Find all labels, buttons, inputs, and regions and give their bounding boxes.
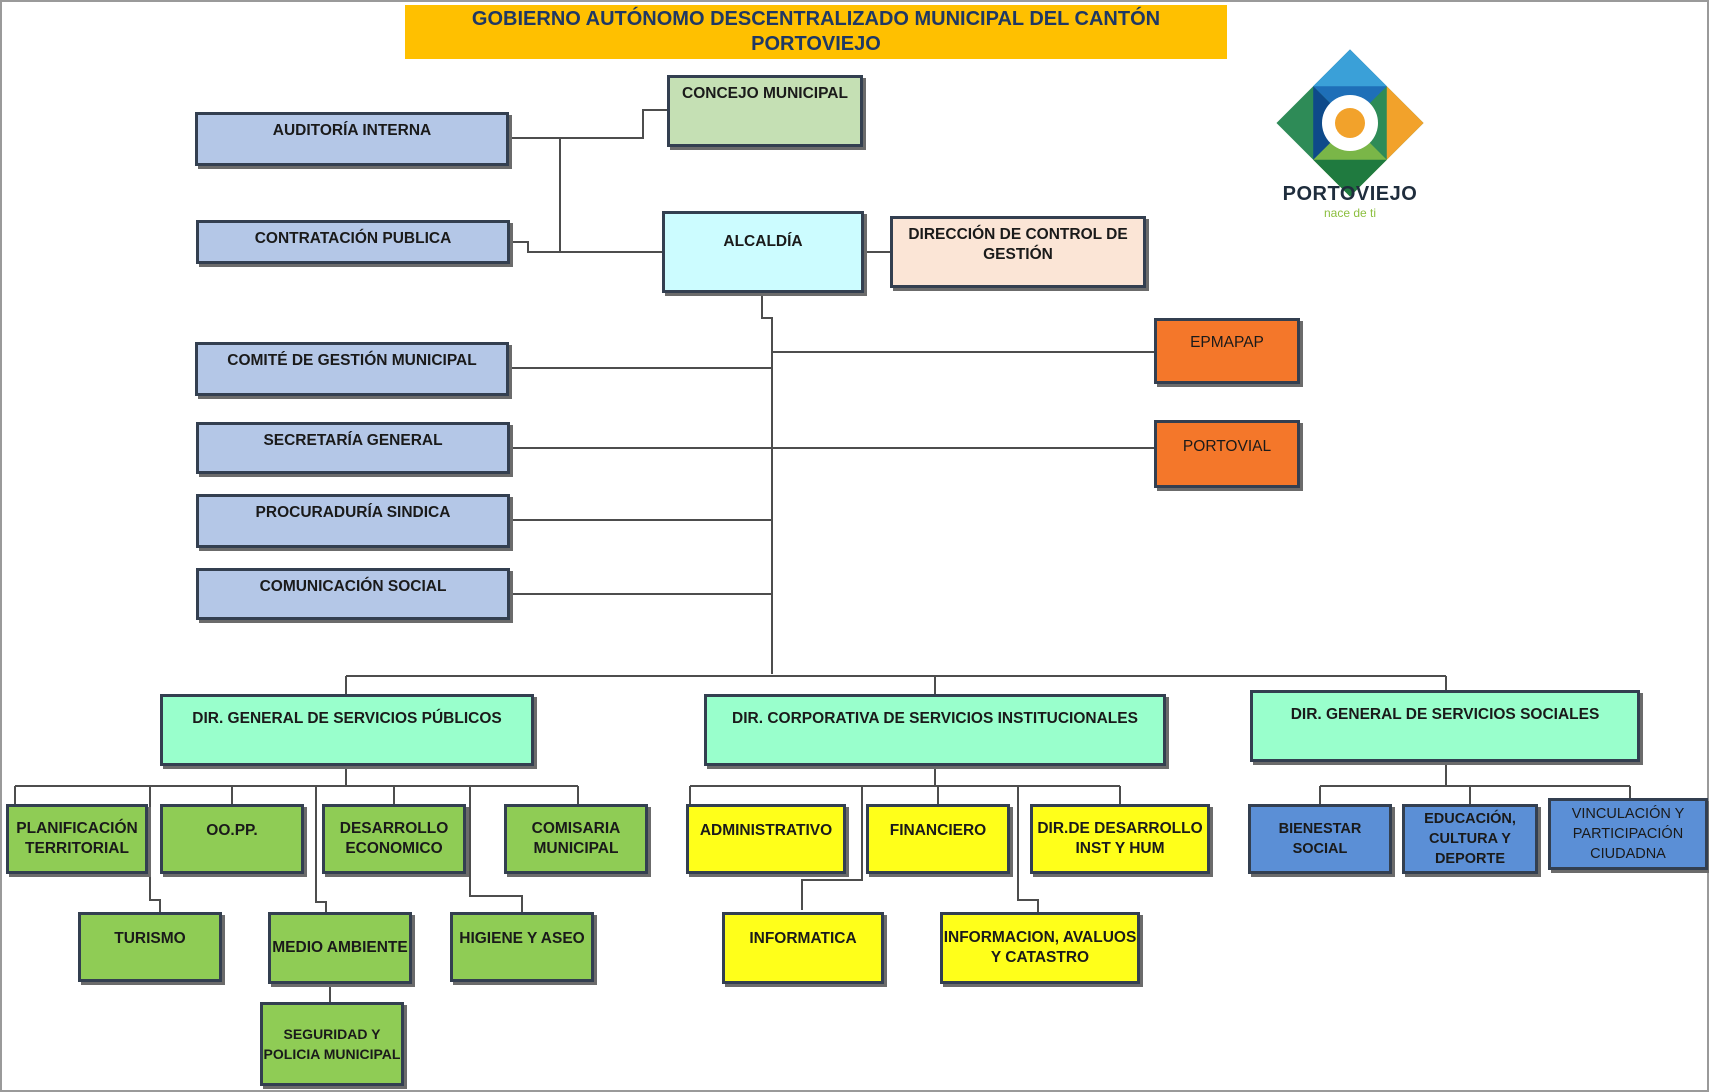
comisaria-municipal-box: COMISARIA MUNICIPAL (504, 804, 648, 874)
comunicacion-social-box: COMUNICACIÓN SOCIAL (196, 568, 510, 620)
administrativo-box: ADMINISTRATIVO (686, 804, 846, 874)
secretaria-general-box: SECRETARÍA GENERAL (196, 422, 510, 474)
dir-servicios-institucionales-box: DIR. CORPORATIVA DE SERVICIOS INSTITUCIO… (704, 694, 1166, 766)
informatica-box: INFORMATICA (722, 912, 884, 984)
logo-name: PORTOVIEJO (1282, 183, 1418, 205)
title-banner: GOBIERNO AUTÓNOMO DESCENTRALIZADO MUNICI… (405, 5, 1227, 59)
epmapap-box: EPMAPAP (1154, 318, 1300, 384)
bienestar-social-box: BIENESTAR SOCIAL (1248, 804, 1392, 874)
planificacion-territorial-box: PLANIFICACIÓN TERRITORIAL (6, 804, 148, 874)
dir-desarrollo-inst-hum-box: DIR.DE DESARROLLO INST Y HUM (1030, 804, 1210, 874)
educacion-cultura-deporte-box: EDUCACIÓN, CULTURA Y DEPORTE (1402, 804, 1538, 874)
procuraduria-sindica-box: PROCURADURÍA SINDICA (196, 494, 510, 548)
informacion-avaluos-catastro-box: INFORMACION, AVALUOS Y CATASTRO (940, 912, 1140, 984)
turismo-box: TURISMO (78, 912, 222, 982)
dir-servicios-publicos-box: DIR. GENERAL DE SERVICIOS PÚBLICOS (160, 694, 534, 766)
direccion-control-gestion-box: DIRECCIÓN DE CONTROL DE GESTIÓN (890, 216, 1146, 288)
vinculacion-participacion-ciudadana-box: VINCULACIÓN Y PARTICIPACIÓN CIUDADNA (1548, 798, 1708, 870)
higiene-aseo-box: HIGIENE Y ASEO (450, 912, 594, 982)
title-line-1: GOBIERNO AUTÓNOMO DESCENTRALIZADO MUNICI… (471, 8, 1161, 30)
logo-tagline: nace de ti (1323, 206, 1377, 220)
contratacion-publica-box: CONTRATACIÓN PUBLICA (196, 220, 510, 264)
dir-servicios-sociales-box: DIR. GENERAL DE SERVICIOS SOCIALES (1250, 690, 1640, 762)
desarrollo-economico-box: DESARROLLO ECONOMICO (322, 804, 466, 874)
oopp-box: OO.PP. (160, 804, 304, 874)
concejo-municipal-box: CONCEJO MUNICIPAL (667, 75, 863, 147)
comite-gestion-municipal-box: COMITÉ DE GESTIÓN MUNICIPAL (195, 342, 509, 396)
seguridad-policia-municipal-box: SEGURIDAD Y POLICIA MUNICIPAL (260, 1002, 404, 1086)
portovial-box: PORTOVIAL (1154, 420, 1300, 488)
title-line-2: PORTOVIEJO (751, 33, 881, 55)
auditoria-interna-box: AUDITORÍA INTERNA (195, 112, 509, 166)
alcaldia-box: ALCALDÍA (662, 211, 864, 293)
medio-ambiente-box: MEDIO AMBIENTE (268, 912, 412, 984)
portoviejo-logo-icon (1276, 49, 1424, 197)
financiero-box: FINANCIERO (866, 804, 1010, 874)
